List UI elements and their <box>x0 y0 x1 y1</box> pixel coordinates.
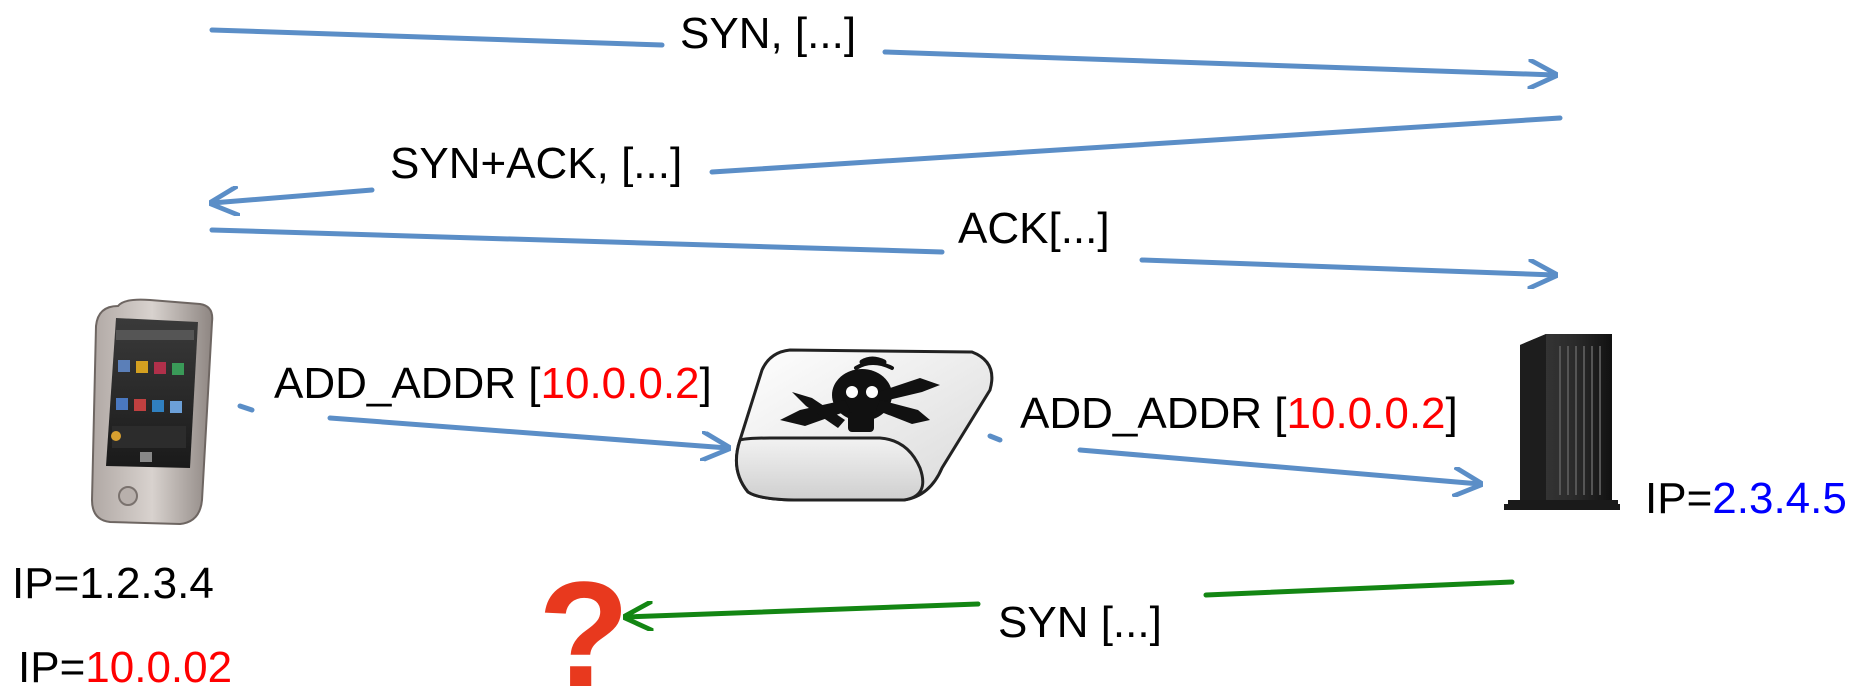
add-addr-1-address: 10.0.0.2 <box>541 359 700 408</box>
syn-arrow-right-segment <box>882 49 1555 75</box>
syn-back-arrow-left-segment <box>626 604 981 617</box>
pirate-router-icon <box>734 348 994 502</box>
add-addr-message-2: ADD_ADDR [10.0.0.2] <box>987 389 1480 484</box>
question-mark-icon: ? <box>538 550 630 691</box>
client-ip-1: IP=1.2.3.4 <box>12 559 214 608</box>
synack-arrow-right-segment <box>709 115 1563 175</box>
server-ip-value: 2.3.4.5 <box>1712 474 1847 523</box>
server-ip: IP=2.3.4.5 <box>1645 474 1847 523</box>
ack-arrow-left-segment <box>209 227 945 255</box>
syn-label: SYN, [...] <box>680 9 856 58</box>
syn-back-label: SYN [...] <box>998 598 1162 647</box>
add-addr-1-arrow <box>327 415 728 448</box>
ack-arrow-right-segment <box>1139 257 1555 275</box>
syn-back-message: SYN [...] <box>626 579 1515 647</box>
synack-label: SYN+ACK, [...] <box>390 139 682 188</box>
ack-label: ACK[...] <box>958 204 1110 253</box>
add-addr-2-label: ADD_ADDR [10.0.0.2] <box>1020 389 1458 438</box>
synack-message: SYN+ACK, [...] <box>212 115 1563 203</box>
synack-arrow-left-segment <box>212 190 375 203</box>
smartphone-icon <box>90 298 214 526</box>
syn-arrow-left-segment <box>209 27 665 48</box>
add-addr-2-address: 10.0.0.2 <box>1287 389 1446 438</box>
add-addr-2-arrow <box>1077 447 1480 484</box>
add-addr-message-1: ADD_ADDR [10.0.0.2] <box>237 359 728 448</box>
syn-message: SYN, [...] <box>209 9 1555 75</box>
add-addr-1-label: ADD_ADDR [10.0.0.2] <box>274 359 712 408</box>
server-tower-icon <box>1504 334 1620 510</box>
client-ip-2-value: 10.0.02 <box>85 643 232 691</box>
syn-back-arrow-right-segment <box>1203 579 1515 598</box>
ack-message: ACK[...] <box>209 204 1555 275</box>
add-addr-1-arrow-stub <box>237 403 255 413</box>
client-ip-2: IP=10.0.02 <box>18 643 232 691</box>
add-addr-2-arrow-stub <box>987 433 1003 443</box>
